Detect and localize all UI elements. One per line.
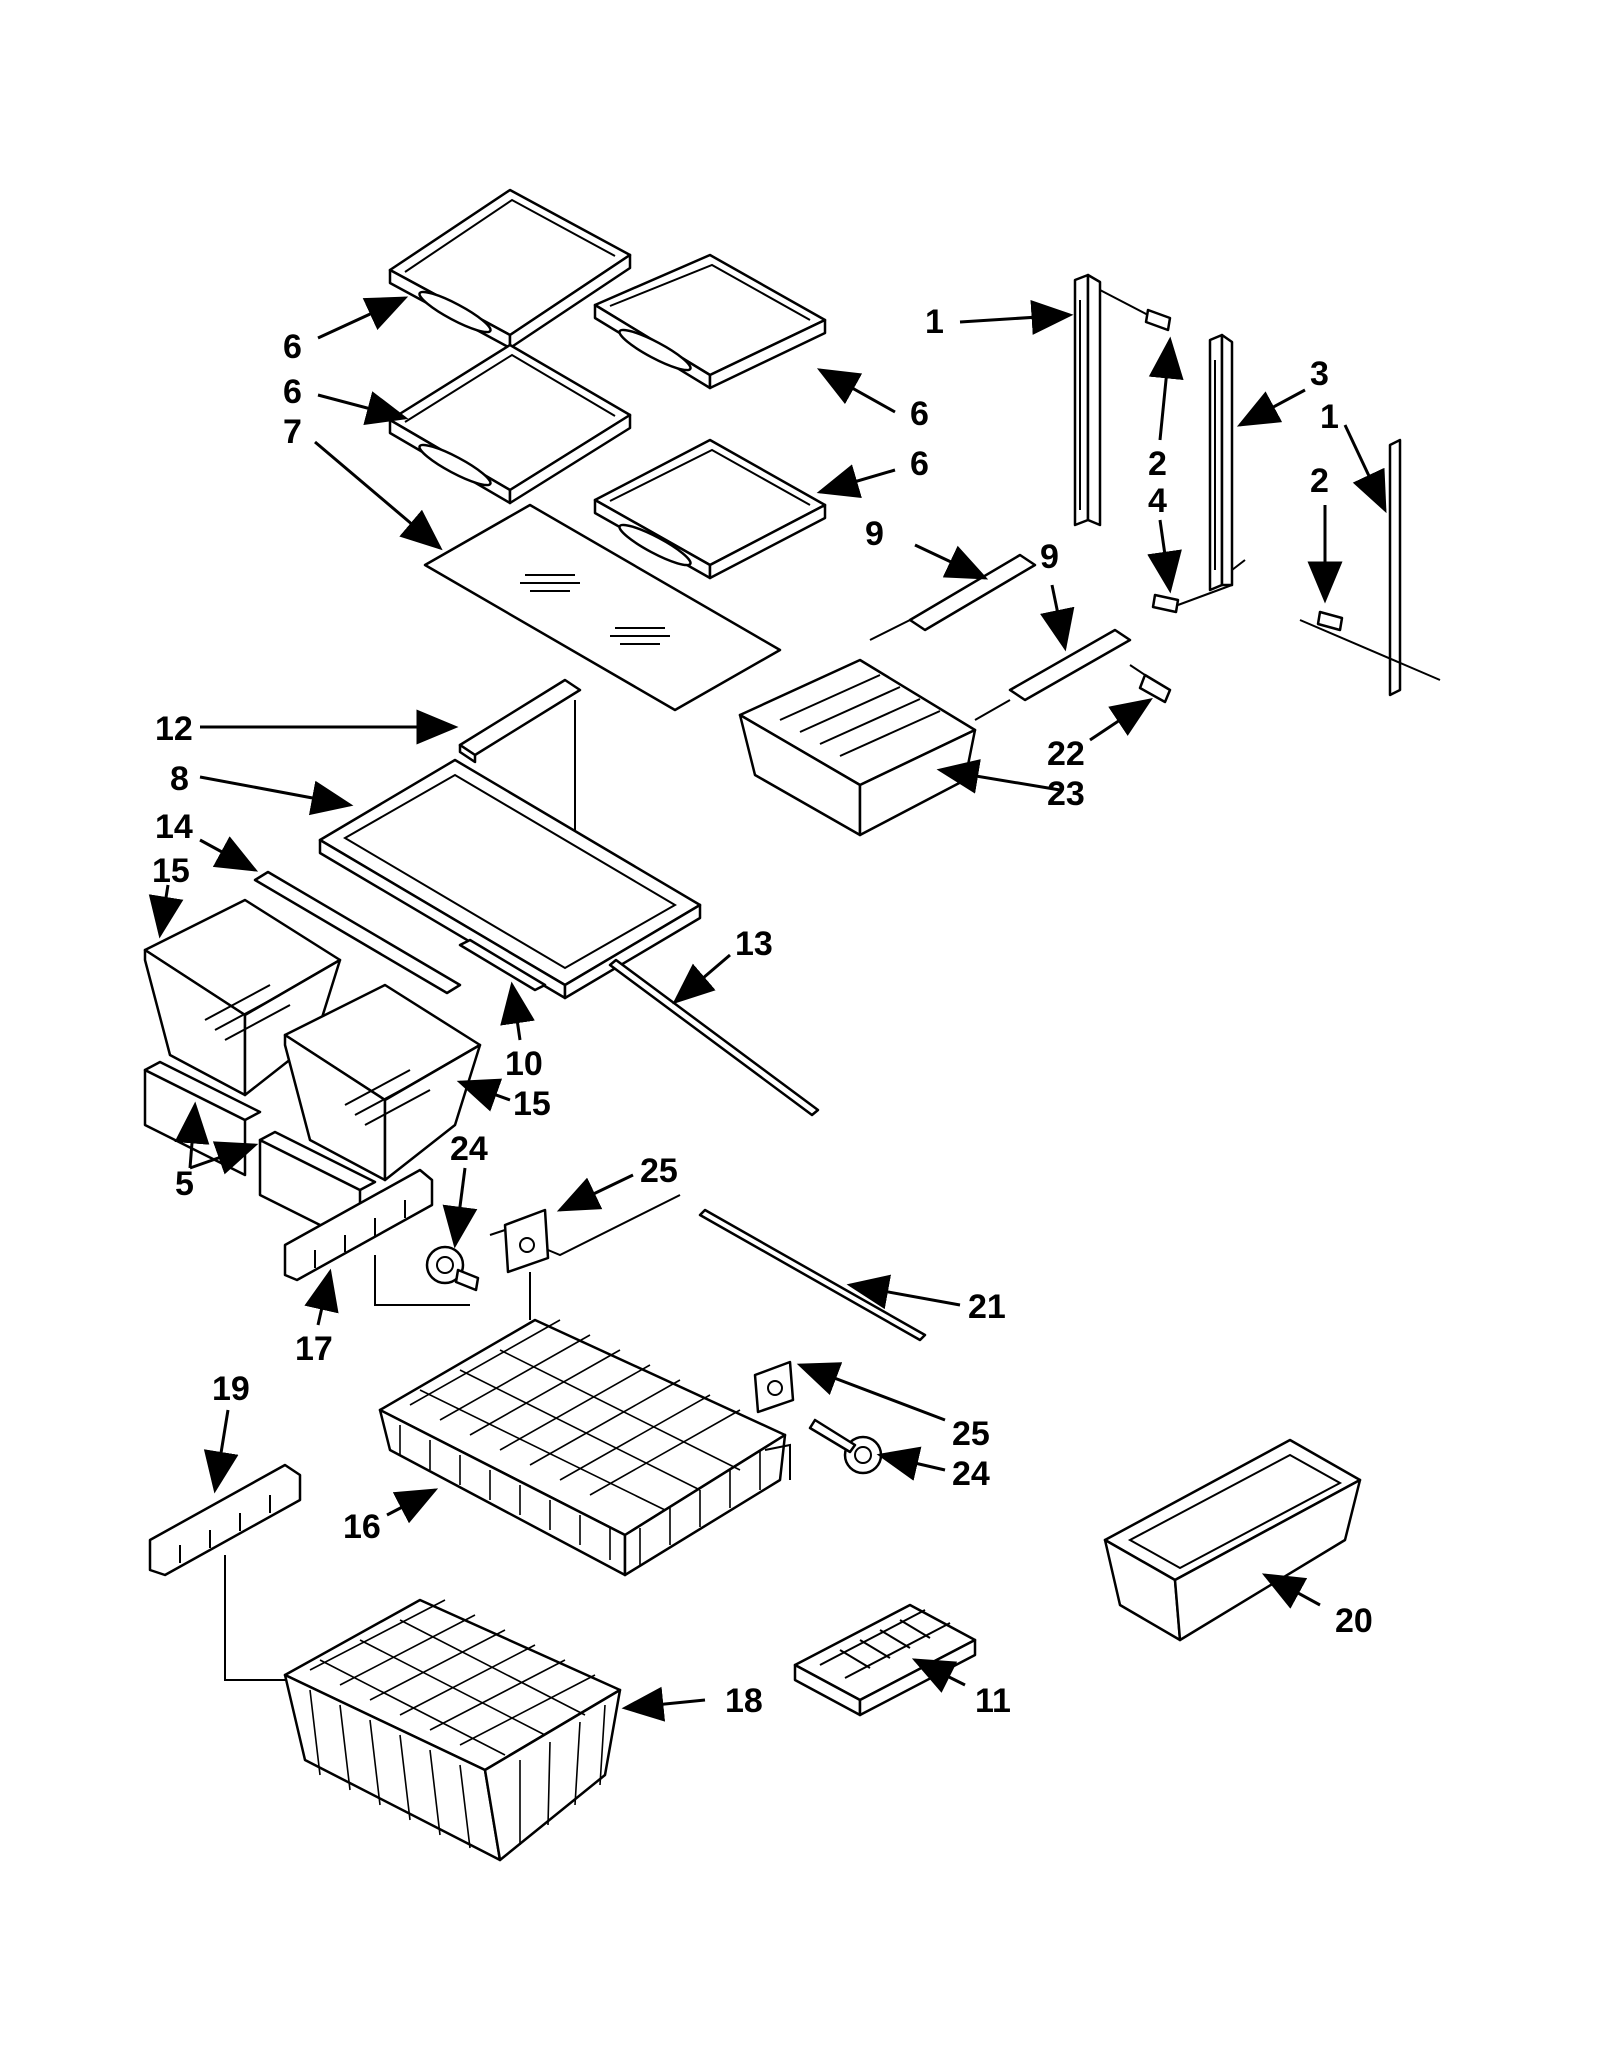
callout-13: 13 [735, 925, 773, 963]
basket-divider-19 [148, 1463, 310, 1681]
callout-10: 10 [505, 1045, 543, 1083]
callout-18: 18 [725, 1682, 763, 1720]
screw-22 [1129, 664, 1172, 704]
rod-13 [608, 958, 820, 1117]
callout-1: 1 [1320, 398, 1339, 436]
callout-7: 7 [283, 413, 302, 451]
shelf-frame [318, 758, 702, 1000]
basket-divider-17 [283, 1168, 470, 1306]
bracket-25-upper [489, 1194, 681, 1320]
callout-21: 21 [968, 1288, 1006, 1326]
callout-15: 15 [513, 1085, 551, 1123]
trim-bar [253, 870, 462, 995]
center-bracket [458, 938, 547, 992]
callout-2: 2 [1310, 462, 1329, 500]
callout-6: 6 [910, 395, 929, 433]
callout-11: 11 [975, 1682, 1011, 1720]
screw-2-upper [1099, 289, 1172, 332]
callout-8: 8 [170, 760, 189, 798]
rod-21 [698, 1208, 927, 1342]
crisper-drawer-left [143, 898, 342, 1097]
callout-12: 12 [155, 710, 193, 748]
slide-9-right [1008, 628, 1132, 702]
callout-4: 4 [1148, 482, 1167, 520]
storage-bin [1103, 1438, 1362, 1642]
ice-tray [793, 1603, 977, 1717]
callout-25: 25 [952, 1415, 990, 1453]
shelf-top-right [593, 253, 827, 390]
crisper-drawer-right [283, 983, 482, 1182]
callout-23: 23 [1047, 775, 1085, 813]
glass-shelf [423, 503, 782, 712]
callout-15: 15 [152, 852, 190, 890]
screw-2-lower [1316, 610, 1344, 632]
callout-25: 25 [640, 1152, 678, 1190]
screw-4 [1151, 584, 1233, 614]
callout-5: 5 [175, 1165, 194, 1203]
callout-3: 3 [1310, 355, 1329, 393]
slide-rail-12 [458, 678, 582, 830]
callout-22: 22 [1047, 735, 1085, 773]
callout-6: 6 [283, 328, 302, 366]
callout-6: 6 [283, 373, 302, 411]
shelf-top-left [388, 188, 632, 350]
callout-9: 9 [1040, 538, 1059, 576]
rail-1-right [1299, 438, 1441, 697]
callout-20: 20 [1335, 1602, 1373, 1640]
callout-2: 2 [1148, 445, 1167, 483]
callout-16: 16 [343, 1508, 381, 1546]
wire-basket-lower [283, 1598, 622, 1862]
gear-24-lower [808, 1418, 883, 1475]
callout-17: 17 [295, 1330, 333, 1368]
pantry-drawer [738, 658, 977, 837]
leader-9-to-drawer [869, 619, 1011, 721]
bracket-25-lower [753, 1360, 795, 1414]
callout-6: 6 [910, 445, 929, 483]
callout-19: 19 [212, 1370, 250, 1408]
callout-24: 24 [952, 1455, 990, 1493]
callout-1: 1 [925, 303, 944, 341]
callout-9: 9 [865, 515, 884, 553]
shelf-middle-left [388, 343, 632, 505]
gear-24-upper [425, 1245, 480, 1292]
leader-arrows [148, 296, 1387, 1722]
shelf-middle-right [593, 438, 827, 580]
callout-24: 24 [450, 1130, 488, 1168]
callout-labels: 6 6 7 6 6 1 2 4 3 1 2 9 9 22 23 12 8 14 … [152, 303, 1373, 1720]
rail-3 [1208, 333, 1246, 592]
slide-9-left [908, 553, 1037, 632]
rail-1-left [1073, 273, 1102, 527]
wire-basket-upper [378, 1318, 791, 1577]
callout-14: 14 [155, 808, 193, 846]
